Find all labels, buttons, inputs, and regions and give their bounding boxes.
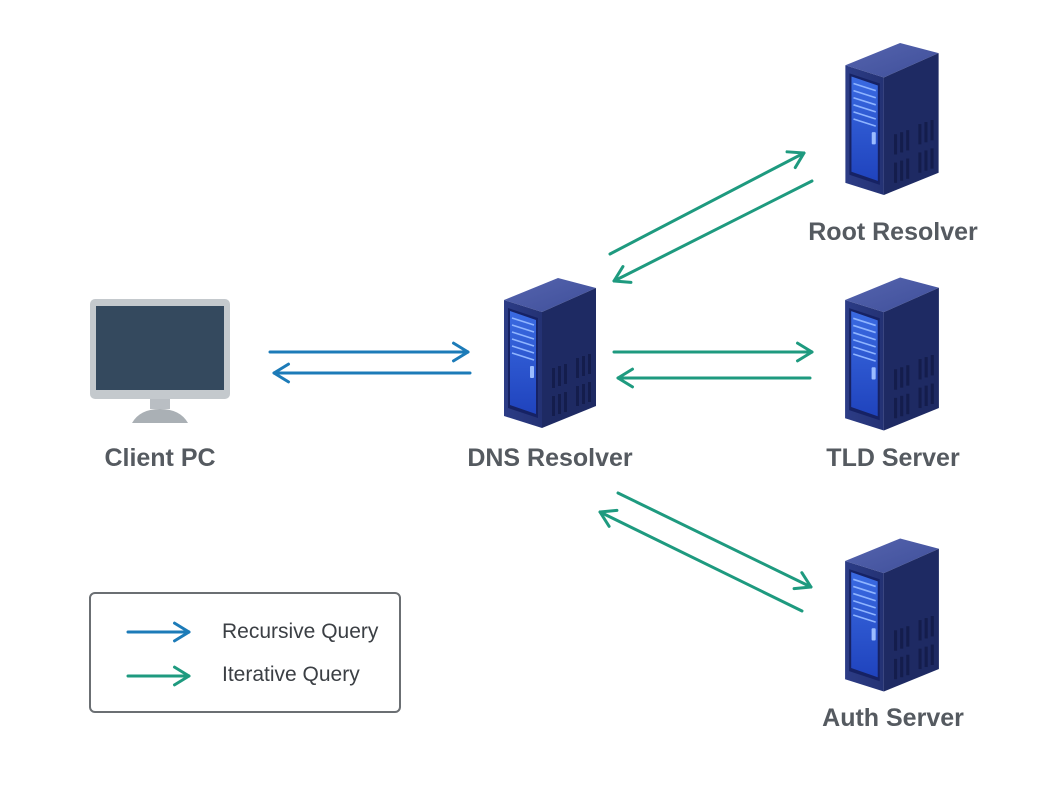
client-pc-label: Client PC bbox=[104, 444, 215, 472]
tld-server-node: TLD Server bbox=[826, 276, 960, 472]
legend: Recursive Query Iterative Query bbox=[89, 592, 401, 713]
arrow-dns-to-root bbox=[608, 150, 806, 256]
monitor-icon bbox=[90, 299, 230, 423]
root-resolver-node: Root Resolver bbox=[808, 43, 978, 246]
dns-resolver-label: DNS Resolver bbox=[467, 444, 633, 472]
iterative-arrow-icon bbox=[126, 665, 191, 687]
legend-box bbox=[89, 592, 401, 713]
server-rack-icon bbox=[844, 537, 940, 693]
arrow-dns-to-client bbox=[272, 362, 472, 384]
legend-iterative-label: Iterative Query bbox=[222, 663, 360, 686]
auth-server-label: Auth Server bbox=[822, 704, 964, 732]
root-resolver-label: Root Resolver bbox=[808, 218, 978, 246]
edges bbox=[268, 150, 814, 613]
arrow-dns-to-auth bbox=[616, 491, 813, 591]
arrow-auth-to-dns bbox=[598, 508, 804, 613]
server-rack-icon bbox=[844, 43, 940, 195]
arrow-client-to-dns bbox=[268, 341, 470, 363]
legend-recursive-arrow bbox=[126, 621, 191, 643]
client-pc-node: Client PC bbox=[90, 299, 230, 472]
legend-recursive-label: Recursive Query bbox=[222, 620, 379, 643]
arrow-dns-to-tld bbox=[612, 341, 814, 363]
recursive-arrow-icon bbox=[126, 621, 191, 643]
legend-iterative-arrow bbox=[126, 665, 191, 687]
arrow-root-to-dns bbox=[612, 179, 814, 284]
server-rack-icon bbox=[844, 276, 940, 432]
tld-server-label: TLD Server bbox=[826, 444, 960, 472]
auth-server-node: Auth Server bbox=[822, 537, 964, 732]
arrow-tld-to-dns bbox=[616, 367, 812, 389]
server-rack-icon bbox=[503, 277, 597, 429]
dns-resolver-node: DNS Resolver bbox=[467, 277, 633, 472]
